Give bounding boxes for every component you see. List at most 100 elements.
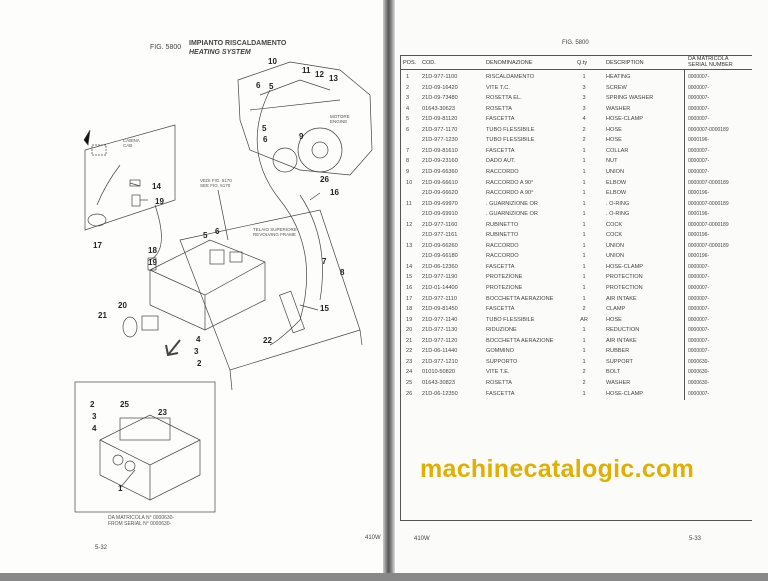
note-see-it: VEDI FIG. 5170 [200, 178, 232, 183]
cell-serial: 0000007-0000189 [688, 221, 729, 228]
cell-cod: 21D-977-1230 [422, 137, 458, 144]
cell-qty: 1 [582, 232, 586, 239]
cell-pos: 22 [406, 348, 413, 355]
callout: 20 [118, 301, 127, 310]
callout: 17 [93, 241, 102, 250]
callout: 3 [92, 412, 97, 421]
cell-den: ROSETTA EL. [486, 95, 522, 102]
cell-qty: AR [580, 316, 588, 323]
note-engine-it: MOTORE [330, 114, 350, 119]
cell-pos: 1 [406, 74, 410, 80]
callout: 5 [203, 231, 208, 240]
cell-serial: 0000007-0000189 [688, 200, 729, 207]
cell-desc: ELBOW [606, 190, 627, 197]
heating-system-diagram [74, 61, 373, 513]
cell-cod: 21D-977-1190 [422, 274, 458, 281]
cell-qty: 1 [582, 327, 586, 334]
cell-den: DADO AUT. [486, 158, 516, 165]
cell-desc: . O-RING [606, 200, 630, 207]
cell-serial: 0000196- [688, 253, 710, 260]
right-page: FIG. 5800 410W 5-33 [394, 0, 768, 575]
cell-qty: 3 [582, 105, 586, 112]
cell-serial: 0000007- [688, 285, 710, 291]
note-serial-it: DA MATRICOLA N° 0000630- [108, 515, 175, 521]
cell-desc: HOSE [606, 316, 622, 323]
cell-pos: 21 [406, 337, 413, 344]
cell-desc: HOSE [606, 137, 622, 144]
callout: 5 [262, 124, 267, 133]
callout: 13 [329, 74, 338, 83]
cell-serial: 0000630- [688, 379, 710, 386]
cell-qty: 1 [582, 348, 586, 355]
cell-serial: 0000007- [688, 295, 710, 302]
callout: 8 [340, 268, 345, 277]
cell-pos: 6 [406, 126, 410, 133]
cell-qty: 1 [582, 263, 586, 270]
table-left-border [400, 55, 401, 520]
cell-den: RIDUZIONE [486, 327, 517, 334]
cell-serial: 0000196- [688, 137, 710, 144]
cell-desc: SUPPORT [606, 358, 633, 365]
cell-cod: 21D-09-81120 [422, 116, 458, 123]
callout: 9 [299, 132, 304, 141]
callout: 3 [194, 347, 199, 356]
cell-qty: 1 [582, 158, 586, 165]
cell-cod: 21D-977-1160 [422, 221, 458, 228]
cell-pos: 16 [406, 285, 413, 291]
cell-serial: 0000007- [688, 158, 710, 165]
cell-den: TUBO FLESSIBILE [486, 137, 535, 144]
cell-pos: 11 [406, 200, 412, 207]
cell-qty: 1 [582, 179, 586, 186]
callout: 6 [256, 81, 261, 90]
cell-cod: 21D-977-1161 [422, 232, 458, 239]
cell-den: BOCCHETTA AERAZIONE [486, 295, 554, 302]
page-number-right: 5-33 [689, 536, 702, 542]
cell-qty: 1 [582, 274, 586, 281]
col-description: DESCRIPTION [606, 60, 644, 66]
model-right: 410W [414, 536, 430, 542]
note-cab-en: CAB [123, 143, 133, 148]
cell-serial: 0000007- [688, 274, 710, 281]
cell-den: . GUARNIZIONE OR [486, 211, 538, 218]
callout: 26 [320, 175, 329, 184]
cell-cod: 21D-977-1130 [422, 327, 458, 334]
cell-desc: HEATING [606, 74, 631, 80]
cell-serial: 0000007- [688, 263, 710, 270]
callout: 21 [98, 311, 107, 320]
col-qty: Q.ty [577, 60, 588, 66]
cell-cod: 01643-30823 [422, 379, 455, 386]
cell-cod: 21D-977-1110 [422, 295, 457, 302]
cell-pos: 25 [406, 379, 413, 386]
title-it: IMPIANTO RISCALDAMENTO [189, 40, 287, 47]
callout: 2 [90, 400, 95, 409]
cell-serial: 0000007- [688, 84, 710, 91]
serial-column-divider [684, 70, 685, 400]
cell-desc: UNION [606, 253, 625, 260]
cell-pos: 2 [406, 84, 410, 91]
callout: 5 [269, 82, 274, 91]
cell-serial: 0000007- [688, 95, 710, 102]
callout: 11 [302, 66, 311, 75]
cell-serial: 0000007- [688, 348, 710, 355]
cell-cod: 21D-977-1140 [422, 316, 458, 323]
cell-den: VITE T.C. [486, 84, 510, 91]
fig-label-right: FIG. 5800 [562, 40, 589, 46]
cell-qty: 1 [582, 295, 586, 302]
cell-qty: 1 [582, 74, 586, 80]
callout: 2 [197, 359, 202, 368]
cell-desc: UNION [606, 168, 625, 175]
cell-desc: SPRING WASHER [606, 95, 654, 102]
